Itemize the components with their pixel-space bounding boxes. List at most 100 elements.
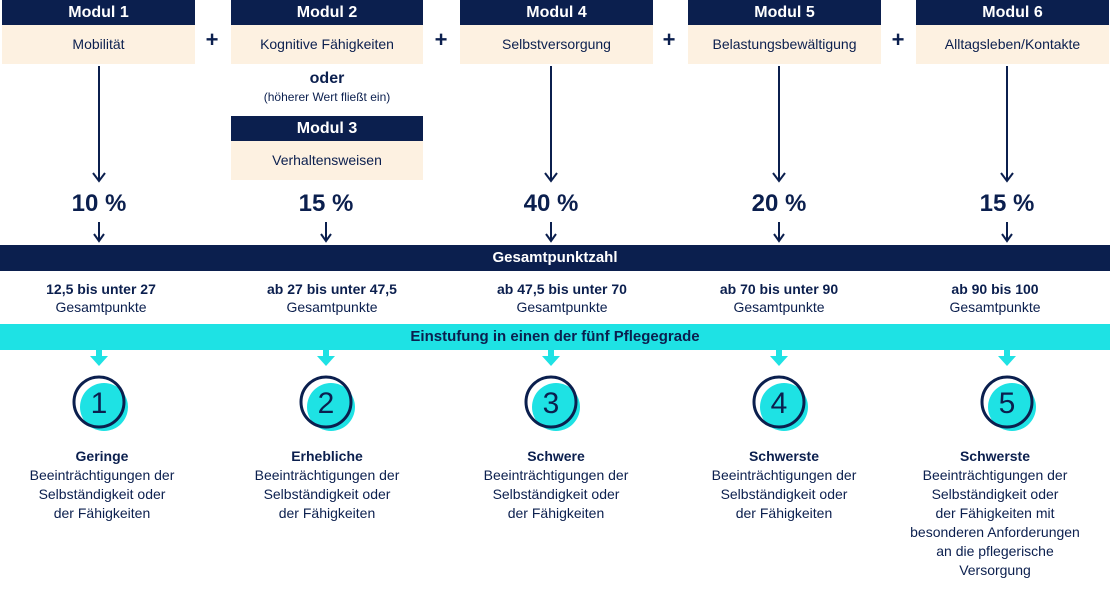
module-5-label: Belastungsbewältigung	[688, 25, 881, 64]
module-3: Modul 3 Verhaltensweisen	[231, 116, 423, 180]
cyan-arrow-head	[317, 356, 335, 366]
grade-number: 2	[318, 387, 335, 420]
range-grade-5: ab 90 bis 100 Gesamtpunkte	[895, 280, 1095, 316]
module-5-title: Modul 5	[688, 0, 881, 25]
arrow-head	[773, 233, 785, 243]
cyan-arrow-stem	[776, 350, 782, 358]
cyan-arrow-head	[542, 356, 560, 366]
grade-severity: Schwere	[527, 448, 585, 464]
cyan-arrow-head	[998, 356, 1016, 366]
module-4-label: Selbstversorgung	[460, 25, 653, 64]
grade-severity: Schwerste	[959, 448, 1031, 464]
total-points-band: Gesamtpunktzahl	[0, 245, 1110, 271]
grade-description-line: an die pflegerische	[936, 543, 1054, 559]
grade-4-description: Schwerste Beeinträchtigungen der Selbstä…	[684, 447, 884, 523]
module-6-label: Alltagsleben/Kontakte	[916, 25, 1109, 64]
grade-description-line: Selbständigkeit oder	[492, 486, 620, 502]
grade-description-line: Beeinträchtigungen der	[711, 467, 857, 483]
module-3-title: Modul 3	[231, 116, 423, 141]
grade-badge-ring	[980, 375, 1034, 429]
plus-sign: +	[662, 27, 676, 52]
module-4-title: Modul 4	[460, 0, 653, 25]
grade-description-line: der Fähigkeiten mit	[935, 505, 1055, 521]
classification-band: Einstufung in einen der fünf Pflegegrade	[0, 324, 1110, 350]
range-unit: Gesamtpunkte	[286, 299, 378, 315]
module-2-label: Kognitive Fähigkeiten	[231, 25, 423, 64]
cyan-arrow-stem	[1004, 350, 1010, 358]
weight-module-2-3: 15 %	[298, 190, 354, 217]
range-value: ab 90 bis 100	[951, 281, 1039, 297]
module-1: Modul 1 Mobilität	[2, 0, 195, 64]
grade-badge-ring	[524, 375, 578, 429]
grade-description-line: Beeinträchtigungen der	[483, 467, 629, 483]
plus-sign: +	[891, 27, 905, 52]
arrow-head	[1000, 172, 1014, 183]
grade-badge-ring	[752, 375, 806, 429]
module-6: Modul 6 Alltagsleben/Kontakte	[916, 0, 1109, 64]
grade-description-line: Beeinträchtigungen der	[254, 467, 400, 483]
module-5: Modul 5 Belastungsbewältigung	[688, 0, 881, 64]
grade-number: 3	[543, 387, 560, 420]
grade-description-line: der Fähigkeiten	[507, 505, 605, 521]
grade-description-line: Selbständigkeit oder	[720, 486, 848, 502]
arrow-head	[92, 172, 106, 183]
grade-badge-ring	[72, 375, 126, 429]
cyan-arrow-head	[90, 356, 108, 366]
range-grade-4: ab 70 bis unter 90 Gesamtpunkte	[679, 280, 879, 316]
range-value: 12,5 bis unter 27	[46, 281, 156, 297]
range-grade-3: ab 47,5 bis unter 70 Gesamtpunkte	[462, 280, 662, 316]
range-unit: Gesamtpunkte	[516, 299, 608, 315]
grade-severity: Geringe	[75, 448, 129, 464]
module-6-title: Modul 6	[916, 0, 1109, 25]
range-unit: Gesamtpunkte	[55, 299, 147, 315]
arrow-head	[1001, 233, 1013, 243]
plus-sign: +	[434, 27, 448, 52]
grade-badge-ring	[299, 375, 353, 429]
weight-module-5: 20 %	[751, 190, 807, 217]
range-unit: Gesamtpunkte	[733, 299, 825, 315]
plus-sign: +	[205, 27, 219, 52]
cyan-arrow-head	[770, 356, 788, 366]
grade-description-line: Selbständigkeit oder	[263, 486, 391, 502]
grade-5-description: Schwerste Beeinträchtigungen der Selbstä…	[895, 447, 1095, 580]
range-grade-1: 12,5 bis unter 27 Gesamtpunkte	[1, 280, 201, 316]
arrow-head	[772, 172, 786, 183]
arrow-head	[544, 172, 558, 183]
weight-module-6: 15 %	[979, 190, 1035, 217]
module-2-title: Modul 2	[231, 0, 423, 25]
arrow-head	[320, 233, 332, 243]
arrow-head	[93, 233, 105, 243]
range-value: ab 70 bis unter 90	[719, 281, 839, 297]
weight-module-4: 40 %	[523, 190, 579, 217]
grade-5-badge: 5	[980, 375, 1036, 431]
grade-severity: Schwerste	[748, 448, 820, 464]
grade-severity: Erhebliche	[291, 448, 363, 464]
arrow-head	[545, 233, 557, 243]
grade-description-line: besonderen Anforderungen	[910, 524, 1080, 540]
cyan-arrow-stem	[548, 350, 554, 358]
grade-number: 4	[771, 387, 788, 420]
module-3-label: Verhaltensweisen	[231, 141, 423, 180]
grade-description-line: Versorgung	[959, 562, 1031, 578]
grade-4-badge: 4	[752, 375, 808, 431]
grade-3-badge: 3	[524, 375, 580, 431]
cyan-arrow-stem	[323, 350, 329, 358]
module-1-title: Modul 1	[2, 0, 195, 25]
module-2: Modul 2 Kognitive Fähigkeiten	[231, 0, 423, 64]
grade-number: 5	[999, 387, 1016, 420]
range-value: ab 47,5 bis unter 70	[497, 281, 627, 297]
module-1-label: Mobilität	[2, 25, 195, 64]
range-value: ab 27 bis unter 47,5	[267, 281, 397, 297]
range-unit: Gesamtpunkte	[949, 299, 1041, 315]
grade-1-badge: 1	[72, 375, 128, 431]
weight-module-1: 10 %	[71, 190, 127, 217]
grade-description-line: der Fähigkeiten	[53, 505, 151, 521]
grade-description-line: Selbständigkeit oder	[931, 486, 1059, 502]
grade-2-badge: 2	[299, 375, 355, 431]
range-grade-2: ab 27 bis unter 47,5 Gesamtpunkte	[232, 280, 432, 316]
grade-2-description: Erhebliche Beeinträchtigungen der Selbst…	[227, 447, 427, 523]
oder-note: (höherer Wert fließt ein)	[263, 90, 391, 104]
cyan-arrow-stem	[96, 350, 102, 358]
module-4: Modul 4 Selbstversorgung	[460, 0, 653, 64]
